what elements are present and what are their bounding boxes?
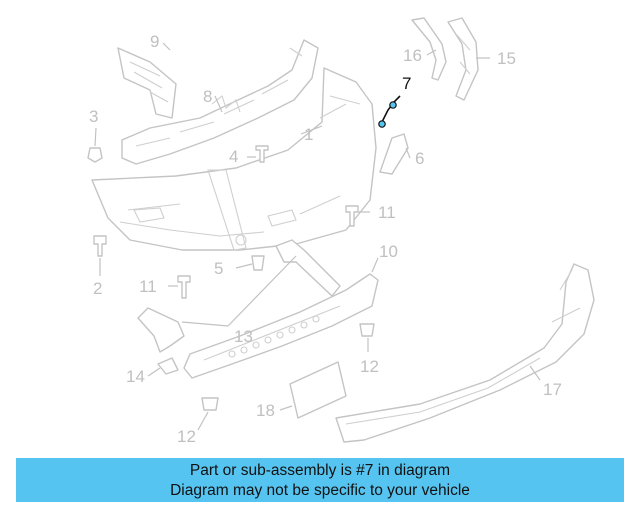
callout-9: 9 (150, 32, 159, 51)
part-7-highlighted (378, 95, 401, 128)
part-18-plate-bracket (289, 361, 347, 419)
part-14-bolt (157, 357, 179, 375)
callout-4: 4 (229, 147, 238, 166)
callout-12-right: 12 (360, 357, 379, 376)
part-8-absorber (121, 39, 319, 165)
leader-lines (94, 42, 541, 431)
callout-7: 7 (402, 74, 411, 93)
part-9-bracket (117, 47, 177, 119)
callout-11-lower: 11 (139, 277, 157, 296)
callout-8: 8 (203, 87, 212, 106)
part-3-fastener (87, 147, 103, 163)
callout-3: 3 (89, 107, 98, 126)
banner-line-part: Part or sub-assembly is #7 in diagram (189, 462, 451, 479)
parts-diagram: 9 8 3 4 1 16 15 7 6 11 2 5 11 10 13 14 1… (87, 17, 595, 446)
part-10-reinforcement (183, 273, 379, 379)
callout-14: 14 (126, 367, 145, 386)
callout-17: 17 (543, 380, 562, 399)
part-6-cap (379, 133, 409, 175)
info-banner: Part or sub-assembly is #7 in diagram Di… (16, 458, 624, 502)
callout-18: 18 (256, 401, 275, 420)
callout-12-lower: 12 (177, 427, 196, 446)
part-13-tow-hook-upper (275, 239, 341, 297)
callout-1: 1 (304, 125, 313, 144)
part-15-bracket (447, 17, 479, 101)
part-17-valance (335, 263, 595, 443)
part-11-bolt-lower (177, 275, 191, 299)
reinforcement-holes (228, 315, 320, 358)
part-12-clip-lower (201, 397, 219, 411)
part-5-fastener (251, 255, 265, 271)
callout-2: 2 (93, 279, 102, 298)
callout-11-upper: 11 (378, 203, 396, 222)
callout-6: 6 (415, 149, 424, 168)
callout-13: 13 (234, 327, 253, 346)
callout-5: 5 (214, 259, 223, 278)
callout-10: 10 (379, 242, 398, 261)
callout-15: 15 (497, 49, 516, 68)
part-1-bumper-cover (91, 67, 377, 251)
part-12-clip-right (359, 323, 375, 337)
part-11-bolt-upper (345, 205, 359, 227)
callout-16: 16 (403, 46, 422, 65)
banner-line-disclaimer: Diagram may not be specific to your vehi… (170, 482, 470, 499)
part-13-tow-hook-lower (137, 307, 185, 353)
part-16-bracket (411, 17, 447, 81)
part-4-bolt (255, 145, 269, 163)
part-2-bolt (93, 235, 107, 257)
